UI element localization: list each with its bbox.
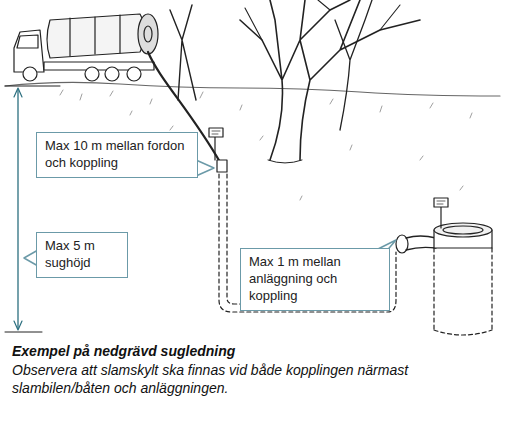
callout-text: Max 5 m sughöjd <box>45 238 119 272</box>
callout-box: Max 5 m sughöjd <box>36 232 128 278</box>
callout-text: Max 1 m mellan anläggning och koppling <box>249 254 381 305</box>
diagram-caption: Observera att slamskylt ska finnas vid b… <box>12 362 492 397</box>
callout-box: Max 1 m mellan anläggning och koppling <box>240 248 390 311</box>
callout-box: Max 10 m mellan fordon och koppling <box>36 132 198 178</box>
callout-text: Max 10 m mellan fordon och koppling <box>45 138 189 172</box>
diagram-title: Exempel på nedgrävd sugledning <box>12 343 502 359</box>
